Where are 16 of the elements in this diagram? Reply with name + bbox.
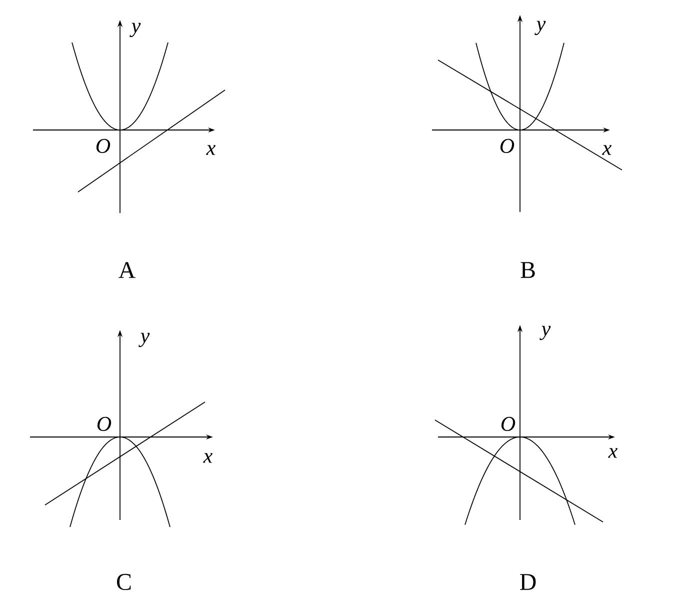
origin-label: O	[501, 416, 516, 432]
axis-label: x	[608, 448, 618, 458]
option-letter: C	[117, 574, 131, 590]
option-letter: D	[520, 574, 536, 590]
origin-label: O	[500, 138, 514, 154]
option-letter: B	[520, 262, 535, 278]
origin-label: O	[97, 416, 112, 432]
axis-label: x	[206, 145, 216, 155]
axis-label: y	[534, 20, 546, 36]
axis-label: y	[130, 22, 141, 38]
axis-label: y	[540, 326, 551, 340]
option-letter: A	[118, 262, 136, 278]
origin-label: O	[96, 138, 110, 154]
axis-label: x	[602, 145, 612, 155]
axis-label: x	[203, 453, 213, 463]
axis-label: y	[138, 332, 150, 348]
